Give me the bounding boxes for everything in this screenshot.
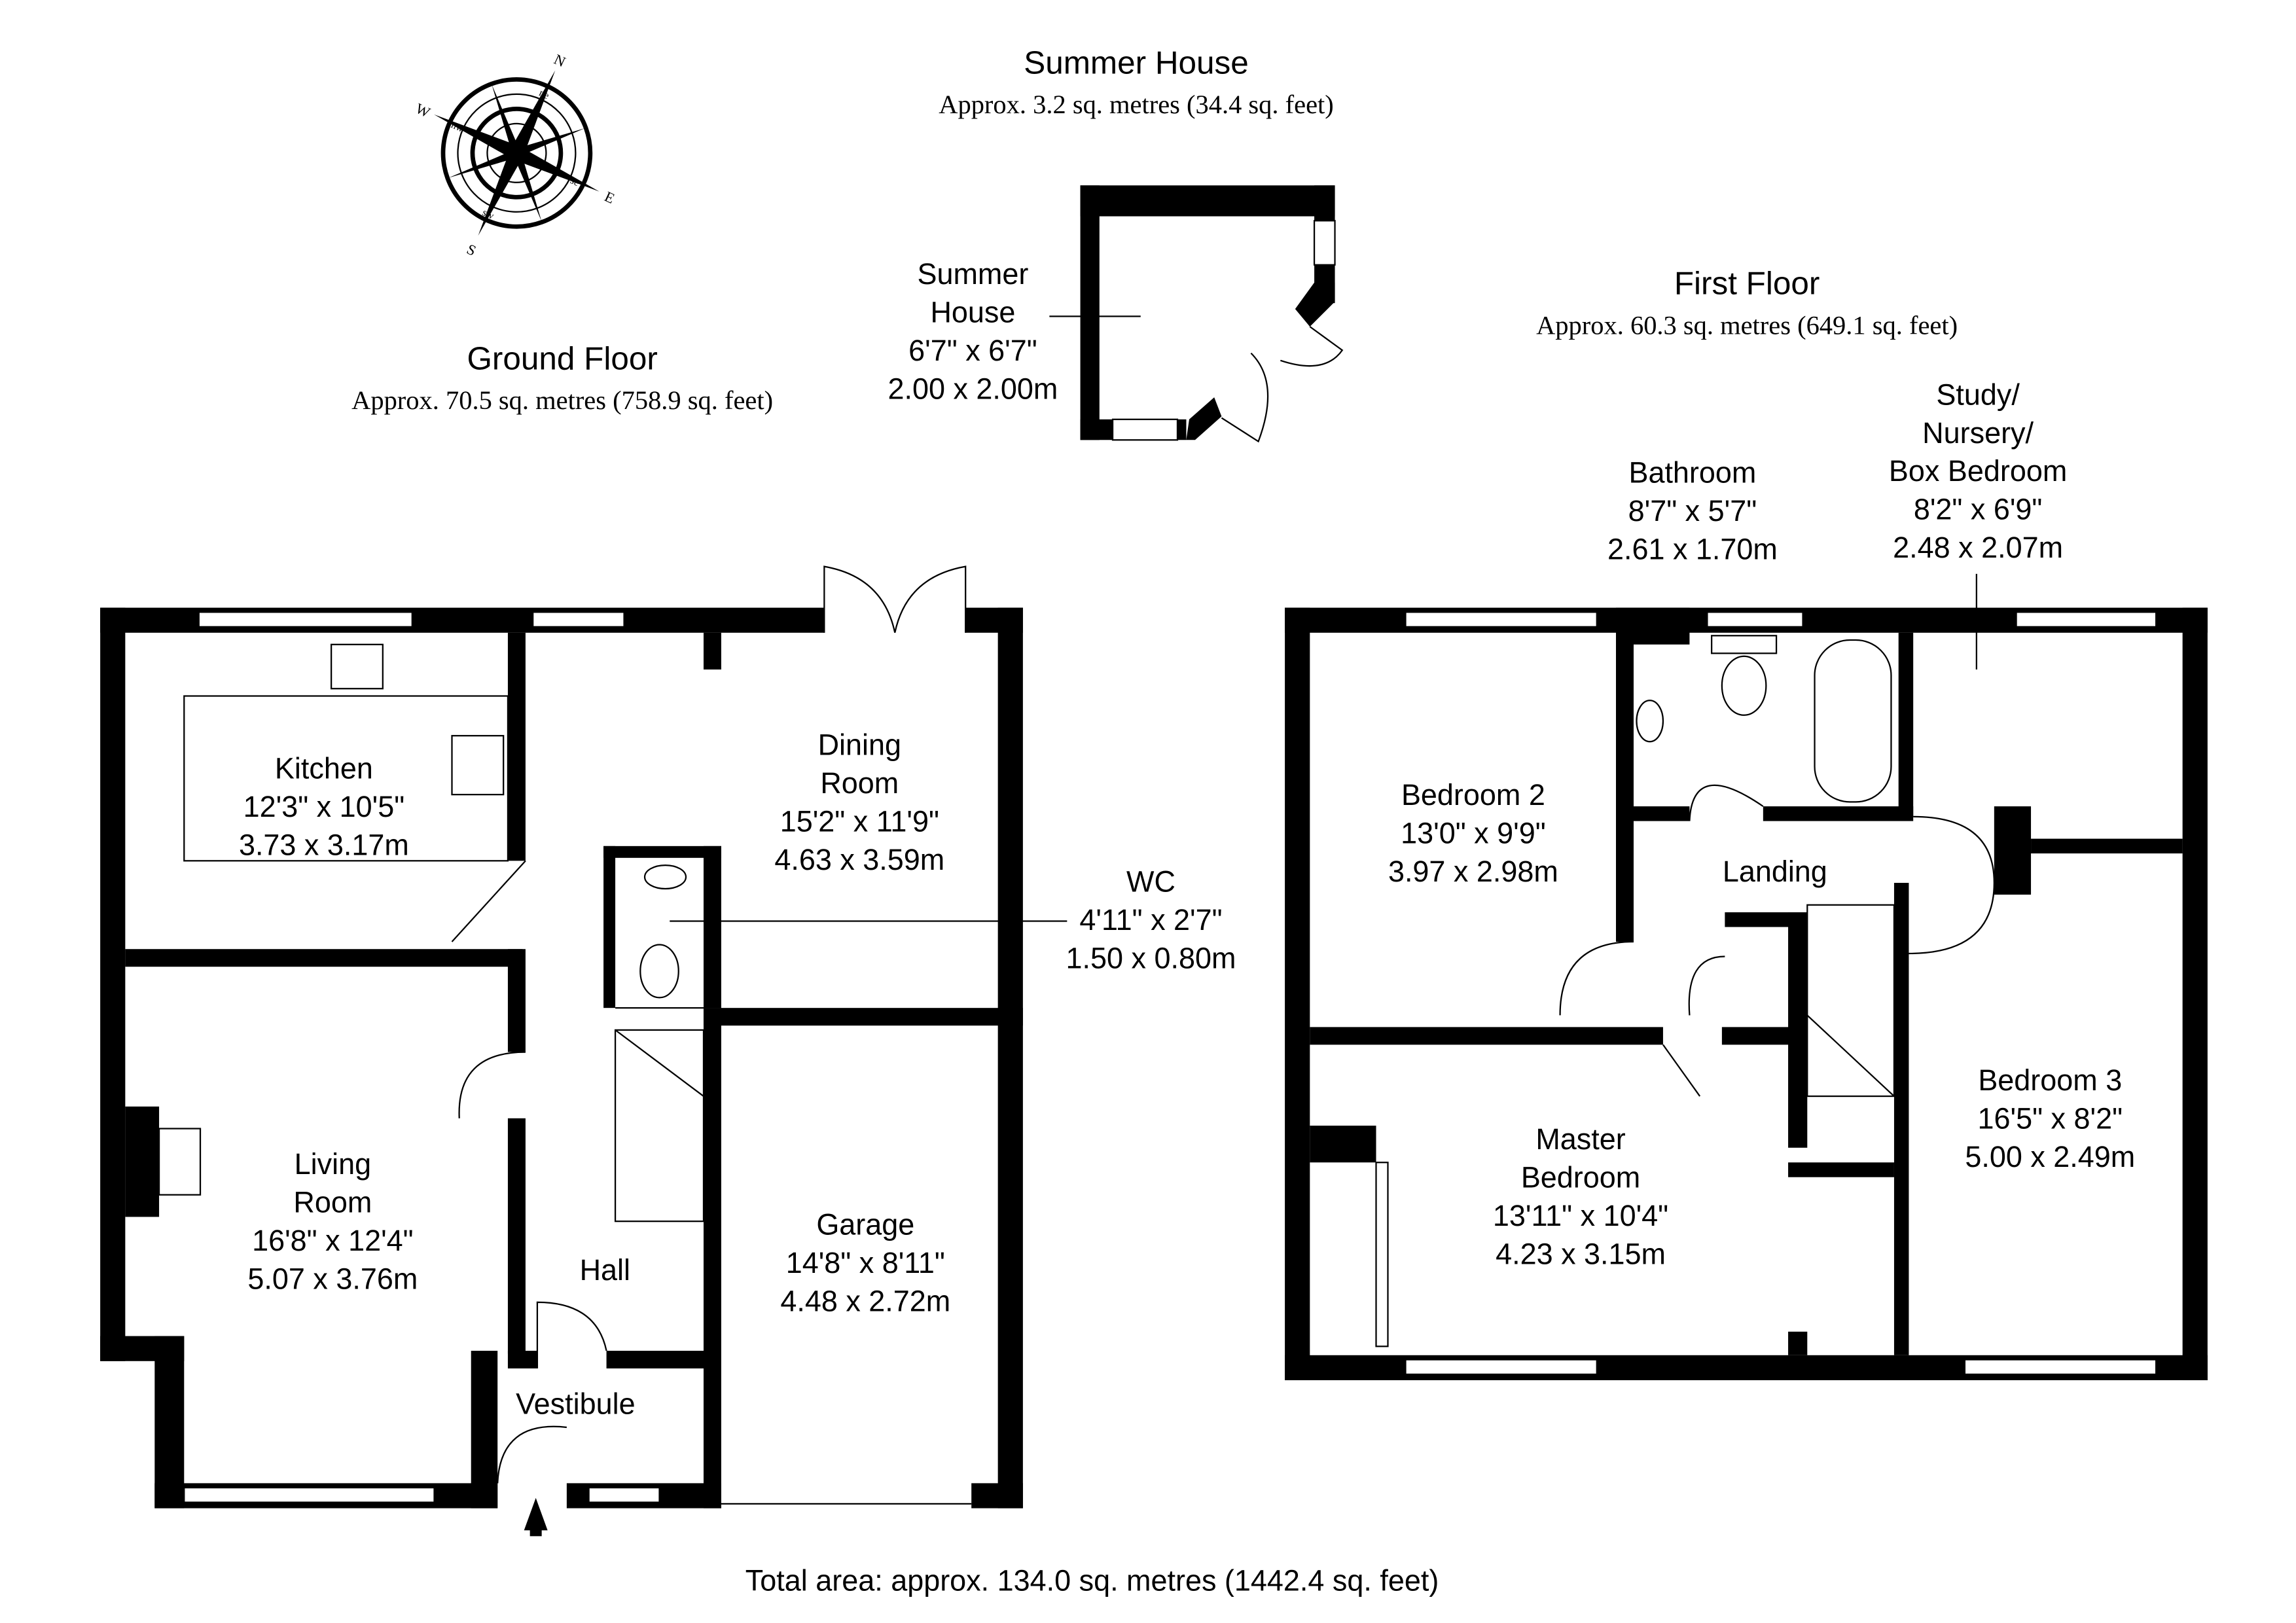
svg-text:sw: sw bbox=[480, 207, 496, 222]
svg-text:Living: Living bbox=[295, 1147, 371, 1181]
first-floor-title: First Floor bbox=[1674, 266, 1820, 302]
svg-text:WC: WC bbox=[1126, 865, 1175, 899]
room-bedroom-2: Bedroom 2 13'0" x 9'9" 3.97 x 2.98m bbox=[1388, 778, 1558, 888]
svg-text:3.97 x 2.98m: 3.97 x 2.98m bbox=[1388, 855, 1558, 888]
room-dining: Dining Room 15'2" x 11'9" 4.63 x 3.59m bbox=[774, 728, 944, 876]
svg-text:4'11" x 2'7": 4'11" x 2'7" bbox=[1079, 903, 1222, 936]
svg-text:4.48 x 2.72m: 4.48 x 2.72m bbox=[780, 1284, 950, 1317]
svg-text:Garage: Garage bbox=[816, 1207, 914, 1241]
svg-text:Kitchen: Kitchen bbox=[275, 751, 373, 785]
svg-text:Master: Master bbox=[1535, 1122, 1625, 1156]
svg-text:nw: nw bbox=[450, 119, 466, 135]
svg-text:2.48 x 2.07m: 2.48 x 2.07m bbox=[1893, 531, 2063, 564]
ground-floor-title: Ground Floor bbox=[467, 340, 657, 376]
svg-text:16'8" x 12'4": 16'8" x 12'4" bbox=[252, 1224, 414, 1257]
svg-text:15'2" x 11'9": 15'2" x 11'9" bbox=[780, 804, 939, 838]
svg-text:2.61 x 1.70m: 2.61 x 1.70m bbox=[1607, 532, 1778, 565]
svg-text:Box Bedroom: Box Bedroom bbox=[1889, 454, 2067, 488]
summer-house-title: Summer House bbox=[1024, 45, 1249, 80]
svg-text:Room: Room bbox=[820, 766, 899, 800]
svg-text:4.23 x 3.15m: 4.23 x 3.15m bbox=[1496, 1237, 1666, 1270]
svg-text:6'7" x 6'7": 6'7" x 6'7" bbox=[908, 334, 1037, 367]
svg-text:4.63 x 3.59m: 4.63 x 3.59m bbox=[774, 843, 944, 876]
svg-text:1.50 x 0.80m: 1.50 x 0.80m bbox=[1066, 941, 1236, 974]
svg-text:Bathroom: Bathroom bbox=[1628, 455, 1756, 489]
svg-text:Bedroom 3: Bedroom 3 bbox=[1978, 1063, 2122, 1097]
first-floor-plan bbox=[1285, 607, 2208, 1381]
svg-text:2.00 x 2.00m: 2.00 x 2.00m bbox=[888, 372, 1058, 405]
room-study: Study/ Nursery/ Box Bedroom 8'2" x 6'9" … bbox=[1889, 378, 2067, 670]
first-floor-area: Approx. 60.3 sq. metres (649.1 sq. feet) bbox=[1536, 310, 1958, 340]
svg-text:3.73 x 3.17m: 3.73 x 3.17m bbox=[239, 828, 409, 861]
svg-text:se: se bbox=[569, 175, 581, 188]
room-summer-house: Summer House 6'7" x 6'7" 2.00 x 2.00m bbox=[888, 257, 1058, 405]
ground-floor-plan bbox=[100, 565, 1023, 1537]
room-master-bedroom: Master Bedroom 13'11" x 10'4" 4.23 x 3.1… bbox=[1493, 1122, 1668, 1270]
room-hall: Hall bbox=[580, 1253, 630, 1287]
svg-text:5.00 x 2.49m: 5.00 x 2.49m bbox=[1965, 1140, 2135, 1173]
ground-floor-area: Approx. 70.5 sq. metres (758.9 sq. feet) bbox=[351, 385, 773, 415]
room-wc: WC 4'11" x 2'7" 1.50 x 0.80m bbox=[670, 865, 1236, 974]
svg-text:16'5" x 8'2": 16'5" x 8'2" bbox=[1978, 1102, 2123, 1135]
svg-text:8'7" x 5'7": 8'7" x 5'7" bbox=[1628, 494, 1757, 527]
svg-text:5.07 x 3.76m: 5.07 x 3.76m bbox=[247, 1262, 418, 1296]
svg-text:E: E bbox=[602, 188, 617, 206]
svg-text:Summer: Summer bbox=[918, 257, 1029, 291]
svg-text:W: W bbox=[413, 100, 433, 121]
room-bathroom: Bathroom 8'7" x 5'7" 2.61 x 1.70m bbox=[1607, 455, 1778, 565]
room-landing: Landing bbox=[1723, 855, 1827, 888]
svg-text:Bedroom 2: Bedroom 2 bbox=[1401, 778, 1545, 812]
svg-text:Dining: Dining bbox=[818, 728, 901, 761]
svg-text:ne: ne bbox=[537, 87, 551, 101]
room-bedroom-3: Bedroom 3 16'5" x 8'2" 5.00 x 2.49m bbox=[1965, 1063, 2135, 1173]
room-garage: Garage 14'8" x 8'11" 4.48 x 2.72m bbox=[780, 1207, 950, 1317]
svg-text:Nursery/: Nursery/ bbox=[1922, 416, 2034, 450]
svg-text:14'8" x 8'11": 14'8" x 8'11" bbox=[786, 1246, 945, 1279]
summer-house-area: Approx. 3.2 sq. metres (34.4 sq. feet) bbox=[939, 90, 1334, 119]
summer-house-plan bbox=[1049, 185, 1344, 443]
compass-rose-icon: N E S W ne se sw nw bbox=[413, 51, 617, 259]
svg-text:House: House bbox=[930, 295, 1015, 329]
svg-text:Room: Room bbox=[293, 1186, 372, 1219]
room-kitchen: Kitchen 12'3" x 10'5" 3.73 x 3.17m bbox=[239, 751, 409, 861]
total-area: Total area: approx. 134.0 sq. metres (14… bbox=[745, 1564, 1439, 1597]
room-living: Living Room 16'8" x 12'4" 5.07 x 3.76m bbox=[247, 1147, 418, 1295]
svg-text:8'2" x 6'9": 8'2" x 6'9" bbox=[1914, 493, 2043, 526]
svg-text:N: N bbox=[552, 51, 568, 71]
room-vestibule: Vestibule bbox=[516, 1387, 635, 1421]
svg-text:Study/: Study/ bbox=[1936, 378, 2020, 411]
svg-text:13'0" x 9'9": 13'0" x 9'9" bbox=[1401, 816, 1546, 849]
svg-text:13'11" x 10'4": 13'11" x 10'4" bbox=[1493, 1199, 1668, 1232]
svg-text:12'3" x 10'5": 12'3" x 10'5" bbox=[243, 790, 405, 823]
svg-text:S: S bbox=[464, 241, 478, 259]
svg-text:Bedroom: Bedroom bbox=[1521, 1160, 1640, 1194]
